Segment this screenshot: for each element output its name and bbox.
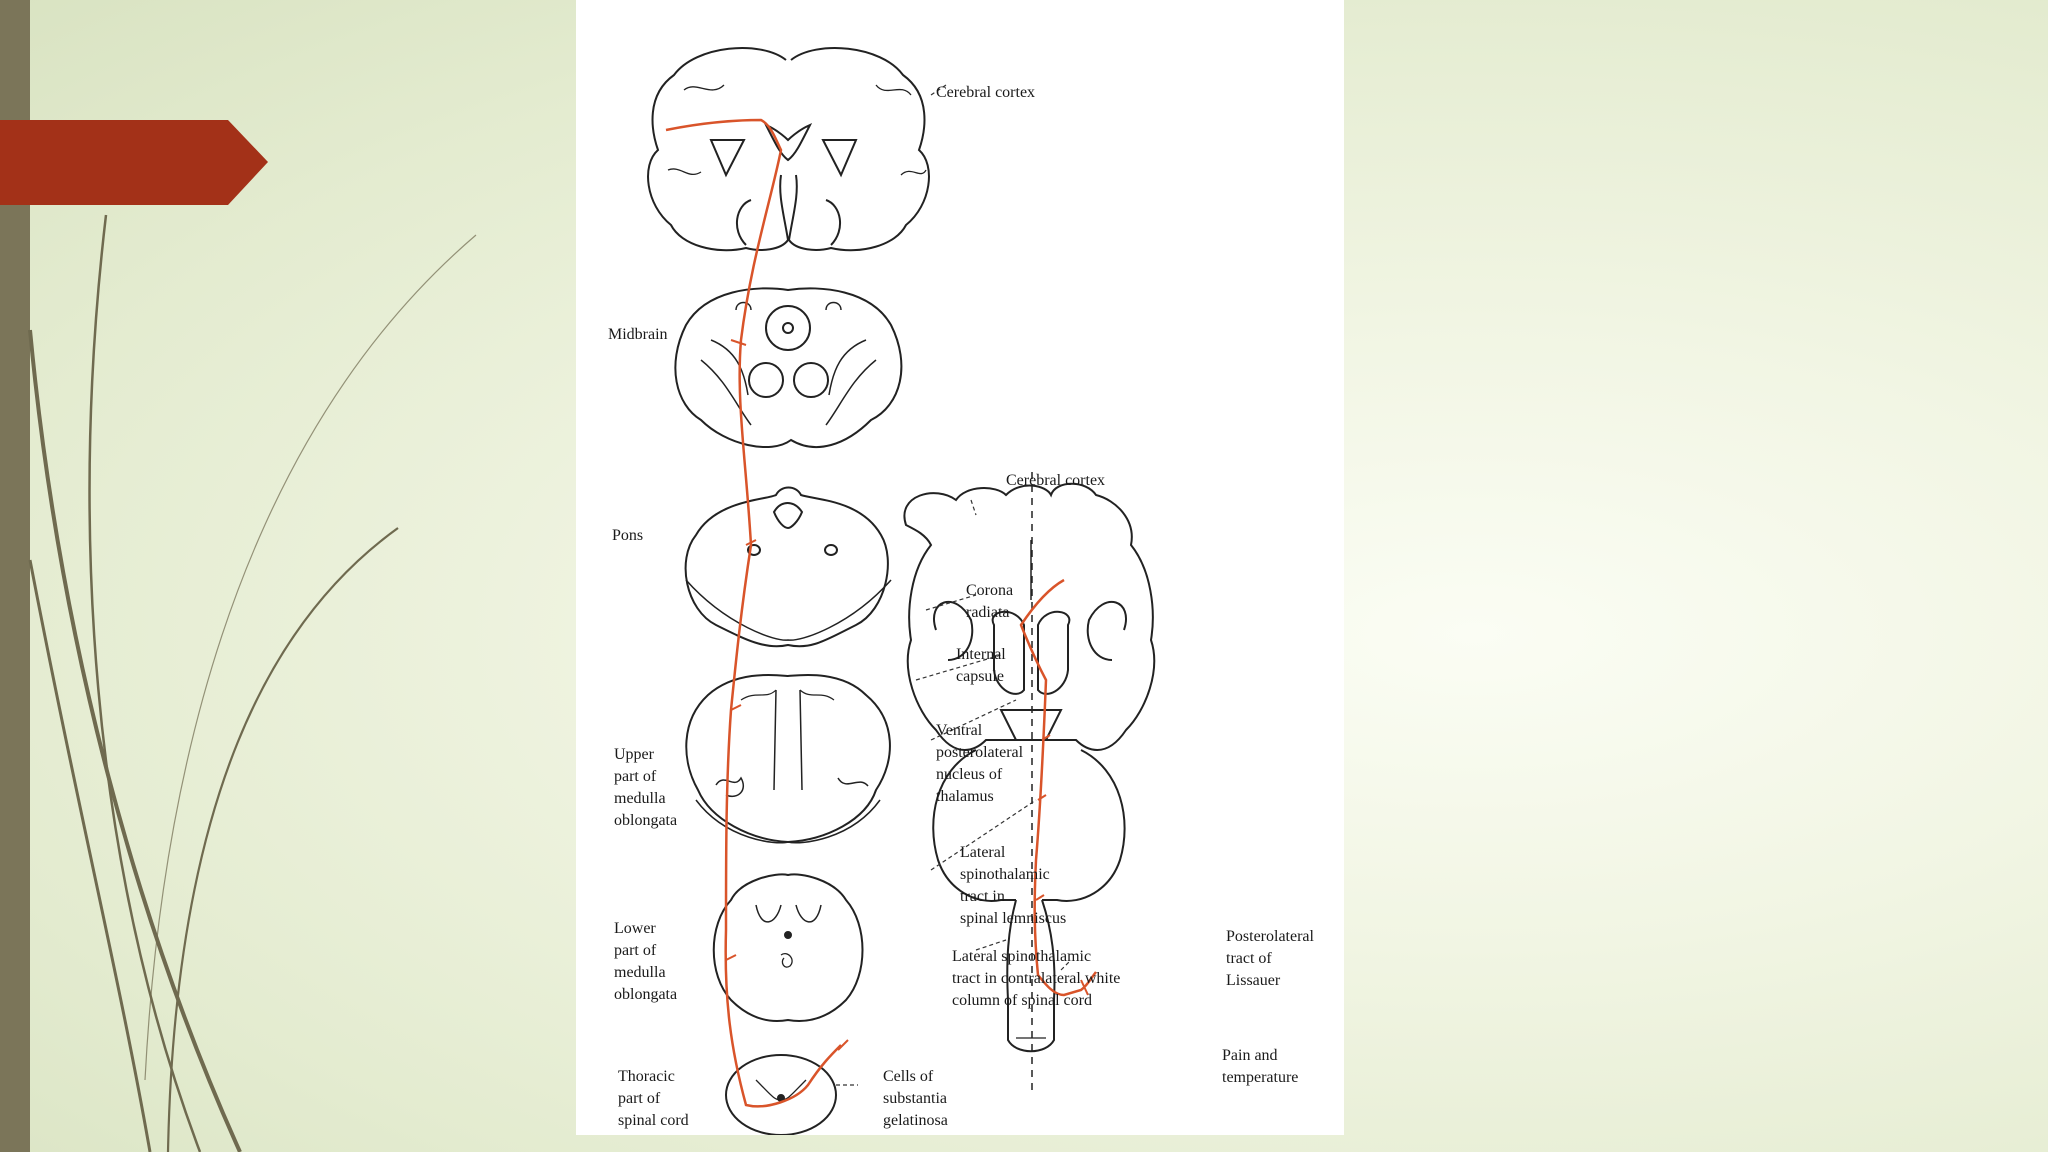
- label-cerebral-cortex-left: Cerebral cortex: [936, 84, 1036, 101]
- label-internal-capsule: Internal capsule: [956, 646, 1006, 685]
- red-title-tab: [0, 120, 268, 205]
- label-lateral-stt-white-column: Lateral spinothalamic tract in contralat…: [952, 948, 1121, 1009]
- lower-medulla-section: [712, 873, 864, 1022]
- leader-lines: [836, 84, 1072, 1086]
- label-thoracic-cord: Thoracic part of spinal cord: [618, 1068, 689, 1129]
- label-vpl-thalamus: Ventral posterolateral nucleus of thalam…: [936, 722, 1024, 805]
- brainstem-overview: [903, 482, 1156, 1053]
- label-lower-medulla: Lower part of medulla oblongata: [614, 920, 678, 1003]
- label-corona-radiata: Corona radiata: [966, 582, 1014, 621]
- label-pain-temperature: Pain and temperature: [1222, 1047, 1299, 1086]
- label-pons: Pons: [612, 527, 644, 544]
- decorative-swooshes: [28, 214, 477, 1152]
- coronal-brain-section: [647, 47, 930, 252]
- pathway-diagram: [647, 47, 1156, 1135]
- midbrain-section: [674, 287, 903, 449]
- label-upper-medulla: Upper part of medulla oblongata: [614, 746, 678, 829]
- label-lateral-stt-lemniscus: Lateral spinothalamic tract in spinal le…: [960, 844, 1067, 927]
- spinothalamic-pathway: [665, 118, 1097, 1108]
- spinothalamic-pathway-figure: Cerebral cortex Midbrain Pons Upper part…: [576, 0, 1344, 1135]
- label-tract-of-lissauer: Posterolateral tract of Lissauer: [1226, 928, 1314, 989]
- upper-medulla-section: [685, 673, 891, 844]
- label-midbrain: Midbrain: [608, 326, 668, 343]
- thoracic-cord-section: [725, 1054, 837, 1135]
- label-substantia-gelatinosa: Cells of substantia gelatinosa: [883, 1068, 948, 1129]
- pons-section: [684, 486, 892, 648]
- label-cerebral-cortex-right: Cerebral cortex: [1006, 472, 1106, 489]
